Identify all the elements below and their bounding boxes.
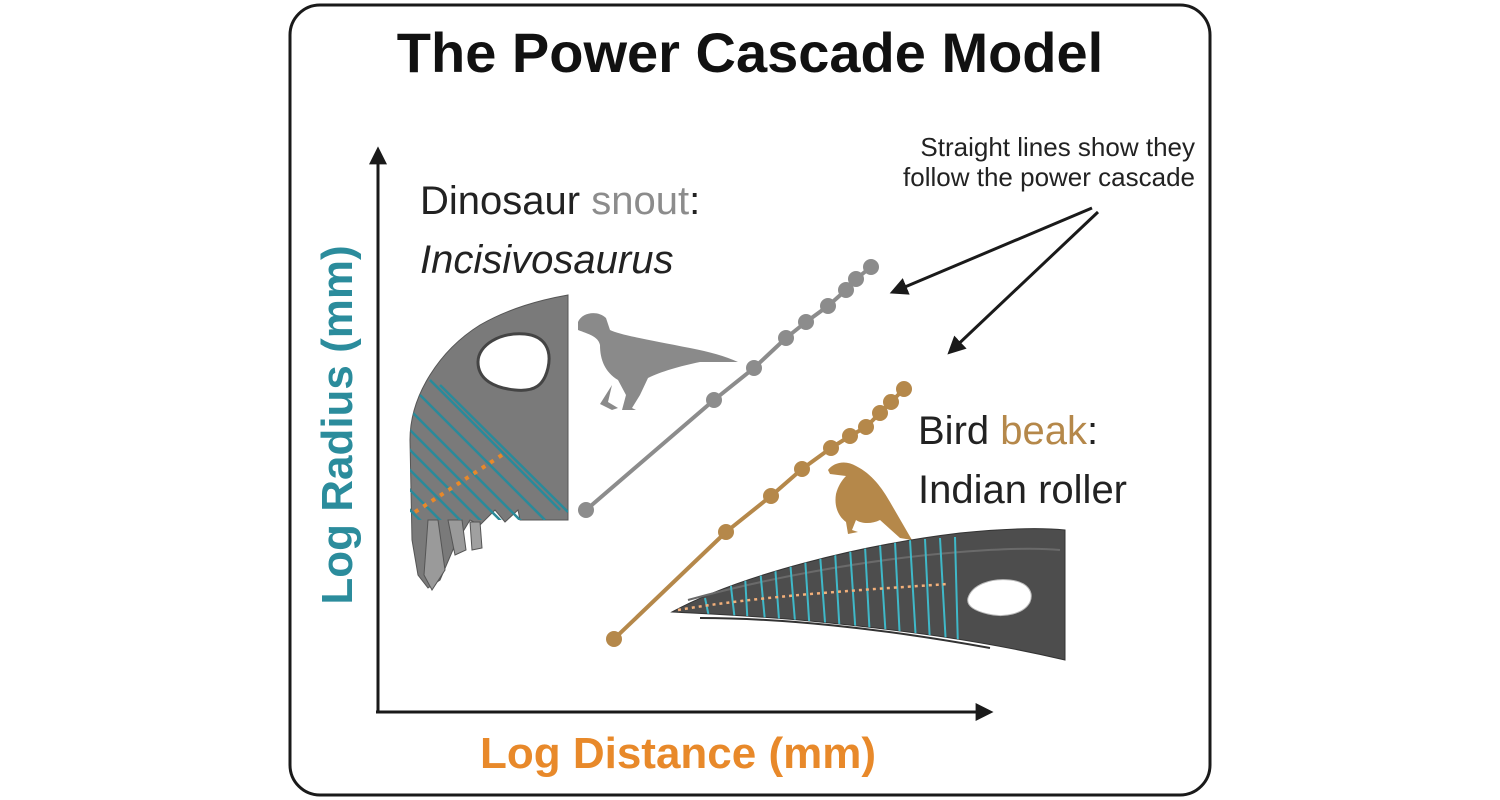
dinosaur-series-point <box>746 360 762 376</box>
y-axis-label: Log Radius (mm) <box>313 245 362 604</box>
bird-label: Bird beak: <box>918 409 1098 453</box>
annotation-arrow-bird <box>947 210 1100 355</box>
bird-label-suffix: : <box>1087 409 1098 453</box>
dinosaur-series-point <box>848 271 864 287</box>
dinosaur-series-point <box>838 282 854 298</box>
bird-series-point <box>858 419 874 435</box>
bird-series-point <box>794 461 810 477</box>
bird-series-point <box>823 440 839 456</box>
dinosaur-label-suffix: : <box>689 179 700 223</box>
dinosaur-series-point <box>578 502 594 518</box>
dinosaur-series-point <box>778 330 794 346</box>
dinosaur-label-prefix: Dinosaur <box>420 179 591 223</box>
dinosaur-species: Incisivosaurus <box>420 238 673 282</box>
diagram-title: The Power Cascade Model <box>397 21 1103 84</box>
bird-series-point <box>763 488 779 504</box>
dinosaur-label: Dinosaur snout: <box>420 179 700 223</box>
bird-series-point <box>606 631 622 647</box>
bird-series-point <box>896 381 912 397</box>
annotation-line-2: follow the power cascade <box>903 162 1195 192</box>
annotation-arrow-dinosaur <box>889 206 1093 295</box>
dinosaur-series-point <box>820 298 836 314</box>
dinosaur-series-point <box>798 314 814 330</box>
bird-label-highlight: beak <box>1000 409 1088 453</box>
bird-series-point <box>872 405 888 421</box>
dinosaur-series-point <box>706 392 722 408</box>
bird-silhouette-icon <box>828 462 912 540</box>
dinosaur-label-highlight: snout <box>591 179 689 223</box>
x-axis-label: Log Distance (mm) <box>480 729 876 778</box>
bird-label-prefix: Bird <box>918 409 1000 453</box>
bird-series-point <box>842 428 858 444</box>
bird-species: Indian roller <box>918 468 1127 512</box>
bird-series-point <box>883 394 899 410</box>
bird-series-point <box>718 524 734 540</box>
dinosaur-series <box>578 259 879 518</box>
annotation-line-1: Straight lines show they <box>920 132 1195 162</box>
dinosaur-silhouette-icon <box>578 313 738 410</box>
dinosaur-skull-illustration <box>409 294 569 591</box>
bird-beak-illustration <box>670 528 1066 661</box>
dinosaur-series-point <box>863 259 879 275</box>
bird-series <box>606 381 912 647</box>
